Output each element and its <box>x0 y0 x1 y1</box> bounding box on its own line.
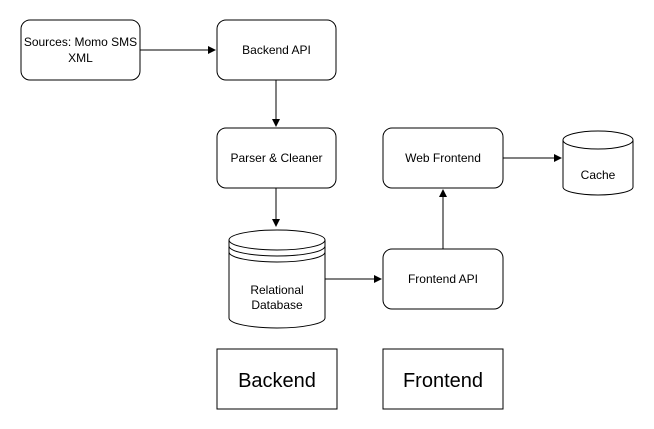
node-frontend-api[interactable]: Frontend API <box>382 248 504 310</box>
legend-backend: Backend <box>216 348 338 410</box>
node-web-frontend[interactable]: Web Frontend <box>382 127 504 189</box>
edges <box>140 46 562 283</box>
node-backend-api[interactable]: Backend API <box>216 19 337 81</box>
node-relational-database-label-line1: Relational <box>250 283 303 297</box>
node-sources-label-line1: Sources: Momo SMS <box>24 35 137 49</box>
node-relational-database-label-line2: Database <box>251 298 303 312</box>
node-parser-cleaner-label: Parser & Cleaner <box>230 151 322 165</box>
node-backend-api-label: Backend API <box>242 43 311 57</box>
legend-backend-label: Backend <box>238 370 316 392</box>
node-cache[interactable]: Cache <box>562 130 634 196</box>
node-cache-label: Cache <box>581 168 616 182</box>
legend-frontend: Frontend <box>382 348 504 410</box>
legend-frontend-label: Frontend <box>403 370 483 392</box>
node-parser-cleaner[interactable]: Parser & Cleaner <box>216 127 337 189</box>
node-relational-database[interactable]: Relational Database <box>228 229 326 329</box>
node-sources[interactable]: Sources: Momo SMS XML <box>20 19 141 81</box>
node-sources-label-line2: XML <box>68 51 93 65</box>
node-frontend-api-label: Frontend API <box>408 272 478 286</box>
node-web-frontend-label: Web Frontend <box>405 151 481 165</box>
